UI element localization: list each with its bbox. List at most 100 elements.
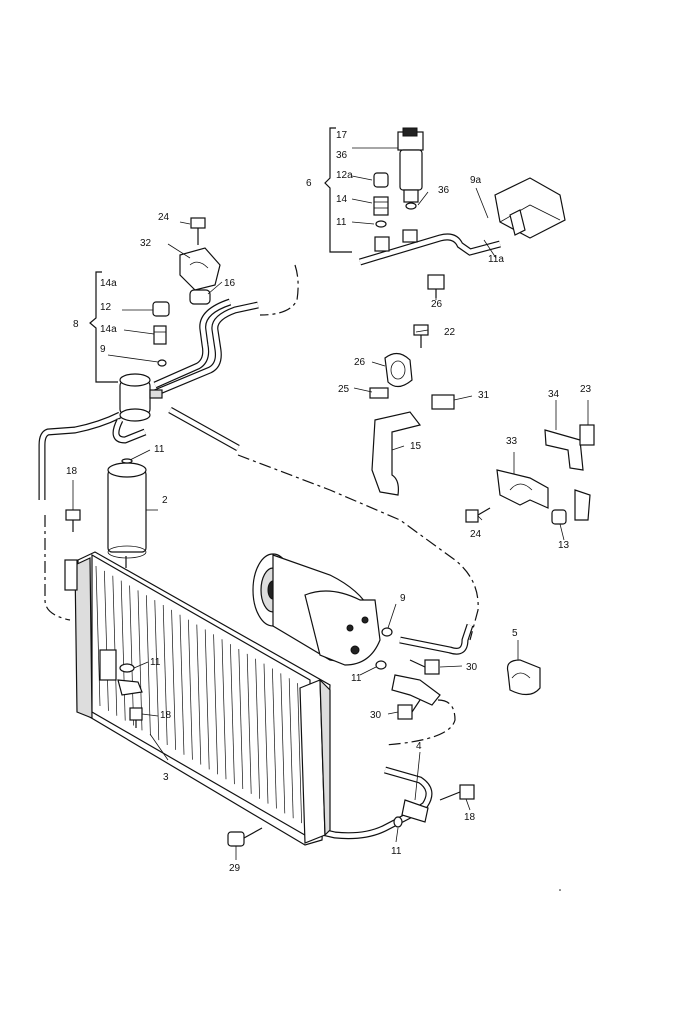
label-23: 23 — [580, 384, 592, 395]
label-24-top: 24 — [158, 212, 170, 223]
label-11-comp: 11 — [351, 673, 362, 684]
label-9-comp: 9 — [400, 593, 406, 604]
label-11-top: 11 — [336, 217, 347, 228]
condenser-fin-line — [120, 580, 126, 721]
nut-12 — [152, 301, 170, 317]
label-17: 17 — [336, 130, 348, 141]
grommet-26 — [384, 352, 413, 388]
label-33: 33 — [506, 436, 518, 447]
oring-11-bottom — [393, 816, 403, 828]
label-14-top: 14 — [336, 194, 348, 205]
label-13: 13 — [558, 540, 570, 551]
bolt-30-right — [409, 659, 440, 675]
bracket-group-8 — [89, 271, 118, 383]
condenser-fin-line — [272, 668, 277, 809]
label-4: 4 — [416, 741, 422, 752]
label-31: 31 — [478, 390, 490, 401]
condenser-fin-line — [204, 629, 210, 770]
condenser-fins — [95, 565, 311, 829]
label-11-bottom: 11 — [391, 846, 402, 857]
guide-line-compressor-bottom — [384, 699, 456, 746]
fitting-top-switch-base — [402, 229, 418, 243]
receiver-drier-upper — [119, 373, 163, 422]
label-24-right: 24 — [470, 529, 482, 540]
label-29: 29 — [229, 863, 241, 874]
label-22: 22 — [444, 327, 456, 338]
label-16: 16 — [224, 278, 236, 289]
condenser — [64, 551, 331, 846]
condenser-fin-line — [146, 595, 151, 736]
oring-9-left — [157, 359, 167, 367]
label-2: 2 — [162, 495, 168, 506]
condenser-fin-line — [280, 673, 286, 814]
label-3: 3 — [163, 772, 169, 783]
label-26-top: 26 — [431, 299, 443, 310]
stray-dot — [559, 889, 561, 891]
label-14a-1: 14a — [100, 278, 117, 289]
compressor — [252, 553, 381, 666]
label-5: 5 — [512, 628, 518, 639]
condenser-fin-line — [238, 648, 244, 789]
label-9a: 9a — [470, 175, 482, 186]
guide-line-left-hose — [44, 515, 71, 621]
condenser-fin-line — [129, 585, 134, 726]
bracket-15 — [371, 411, 422, 496]
label-25: 25 — [338, 384, 350, 395]
label-12a: 12a — [336, 170, 353, 181]
condenser-fin-line — [179, 614, 185, 755]
fitting-12a — [373, 172, 389, 188]
label-32: 32 — [140, 238, 152, 249]
valve-14a — [153, 325, 167, 345]
label-9-left: 9 — [100, 344, 106, 355]
label-36a: 36 — [336, 150, 348, 161]
label-18-right: 18 — [464, 812, 476, 823]
condenser-fin-line — [162, 605, 168, 746]
label-11a: 11a — [488, 254, 504, 265]
cond-fitting-11 — [117, 663, 143, 696]
bolt-29 — [227, 827, 263, 847]
label-34: 34 — [548, 389, 560, 400]
label-26-mid: 26 — [354, 357, 366, 368]
pad-25 — [369, 387, 389, 399]
condenser-fin-line — [154, 600, 160, 741]
nut-13 — [551, 509, 567, 525]
fitting-14 — [373, 196, 389, 216]
condenser-fin-line — [188, 619, 193, 760]
bolt-24-top — [190, 217, 206, 245]
bolt-18-right — [439, 784, 475, 801]
oring-9-comp — [381, 627, 393, 637]
oring-top — [375, 220, 387, 228]
label-30-low: 30 — [370, 710, 382, 721]
guide-line-top-pipe — [259, 264, 299, 316]
condenser-fin-line — [171, 609, 176, 750]
bolt-24-right — [465, 507, 491, 523]
clamp-5 — [506, 659, 541, 696]
part-labels: 17 36 6 12a 14 11 36 9a 11a 26 24 32 16 … — [66, 130, 592, 874]
hose-fitting-4 — [401, 799, 429, 823]
label-18-left: 18 — [66, 466, 78, 477]
fitting-top-base — [374, 236, 390, 252]
label-15: 15 — [410, 441, 422, 452]
oring-36 — [405, 202, 417, 210]
clamp-32 — [179, 247, 221, 291]
condenser-fin-line — [95, 565, 101, 707]
label-11-drier: 11 — [154, 444, 165, 455]
grommet-16 — [189, 289, 211, 305]
pad-23 — [579, 424, 595, 446]
leader-lines — [72, 147, 589, 860]
label-11-cond: 11 — [150, 657, 161, 668]
condenser-fin-line — [263, 663, 269, 804]
condenser-fin-line — [104, 570, 109, 711]
pressure-switch — [397, 127, 424, 203]
label-12: 12 — [100, 302, 112, 313]
connector-block — [494, 177, 566, 239]
clamp-33 — [496, 469, 549, 509]
label-8: 8 — [73, 319, 79, 330]
condenser-fin-line — [221, 639, 227, 780]
label-6: 6 — [306, 178, 312, 189]
hose-fitting-lower — [391, 674, 441, 706]
pad-31 — [431, 394, 455, 410]
condenser-fin-line — [196, 624, 202, 765]
condenser-fin-line — [112, 575, 118, 716]
